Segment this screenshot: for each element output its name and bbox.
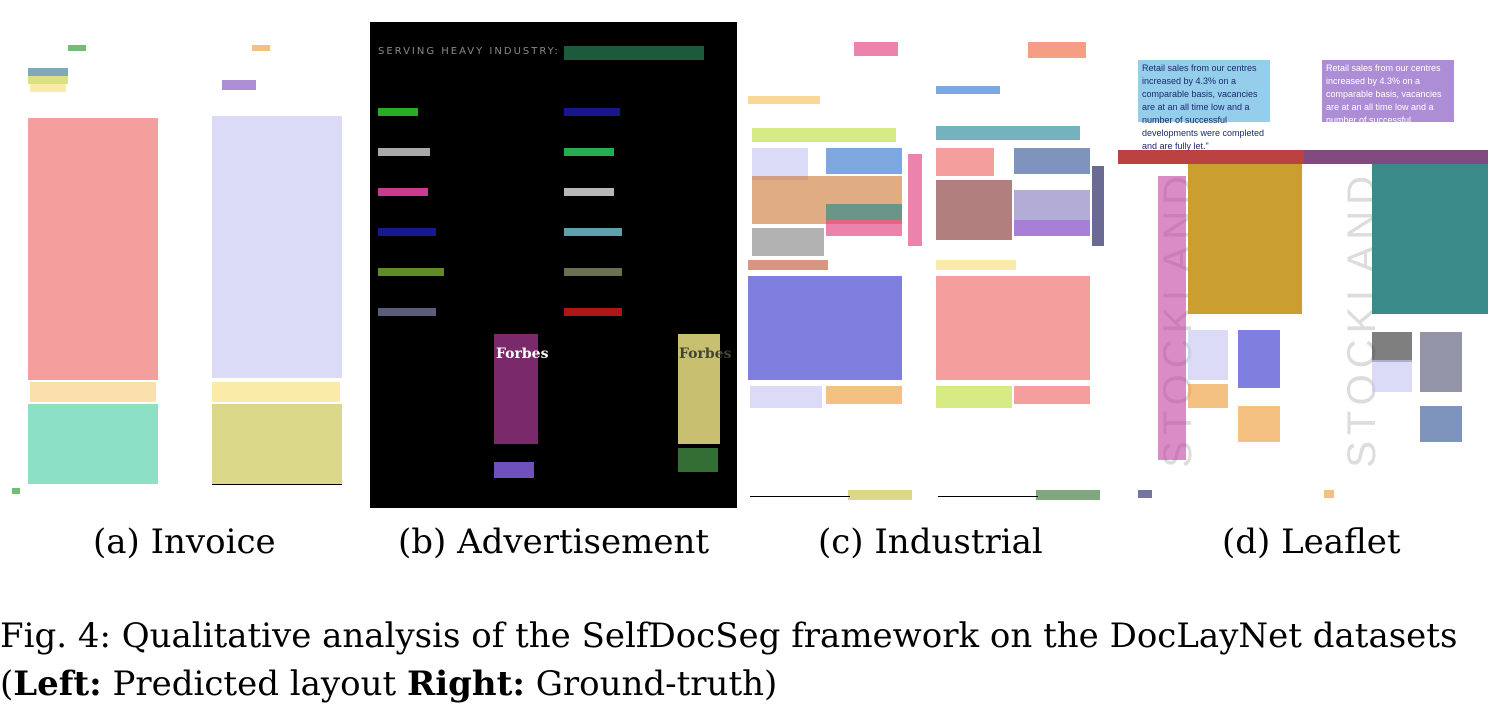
gt-box [564,308,622,316]
gt-box [1420,332,1462,392]
pred-box [30,84,66,92]
gt-table-box [936,276,1090,380]
subfigure-label-invoice: (a) Invoice [93,522,276,562]
pred-table-box [28,404,158,484]
gt-box [1014,220,1090,236]
pred-box [68,45,86,51]
gt-box [1014,190,1090,220]
gt-box [936,148,994,176]
gt-box [564,148,614,156]
pred-box [748,260,828,270]
gt-box [678,448,718,472]
subfigure-label-advertisement: (b) Advertisement [398,522,709,562]
pred-box [750,386,822,408]
magazine-cover-left: Forbes [494,334,538,444]
panel-industrial [740,30,1110,508]
leaflet-photo-right [1372,164,1488,314]
gt-box [936,386,1012,408]
pred-banner-box [1118,150,1304,164]
pred-box [378,148,430,156]
gt-box [936,86,1000,94]
caption-left-label: Left: [13,664,101,704]
rule [938,496,1038,497]
pred-box [1188,330,1228,380]
gt-box [1420,406,1462,442]
pred-box [1158,176,1186,460]
pred-box [378,108,418,116]
pred-box [378,188,428,196]
gt-box [1014,148,1090,174]
gt-box [936,260,1016,270]
pred-table-box [748,276,902,380]
pred-box [826,220,902,236]
gt-box [1372,332,1412,362]
gt-table-box [212,116,342,378]
pred-box [748,96,820,104]
rule [212,484,342,485]
invoice-predicted-page [20,40,165,500]
gt-table-box [212,404,342,484]
gt-box [564,108,620,116]
panel-invoice [0,0,368,510]
gt-box [252,45,270,51]
forbes-logo: Forbes [679,346,731,362]
leaflet-quote-left: Retail sales from our centres increased … [1142,62,1270,153]
gt-box [222,80,256,90]
pred-box [28,76,68,84]
ad-headline-left: SERVING HEAVY INDUSTRY: [378,46,560,57]
pred-box [908,154,922,246]
gt-box [1028,42,1086,58]
gt-box [564,188,614,196]
pred-box [826,148,902,174]
gt-box [564,228,622,236]
pred-box [378,268,444,276]
pred-box [752,228,824,256]
gt-box [1372,360,1412,392]
subfigure-label-industrial: (c) Industrial [818,522,1043,562]
magazine-cover-right: Forbes [678,334,720,444]
gt-section-box [936,126,1080,140]
gt-box [1014,386,1090,404]
leaflet-quote-right: Retail sales from our centres increased … [1326,62,1454,153]
subfigure-label-leaflet: (d) Leaflet [1222,522,1401,562]
pred-box [494,462,534,478]
pred-box [848,490,912,500]
panel-advertisement: SERVING HEAVY INDUSTRY: Forbes Forbes [370,22,737,508]
pred-photo-box [1188,164,1302,314]
gt-headline-box [564,46,704,60]
pred-box [378,228,436,236]
caption-right-text: Ground-truth) [525,664,777,704]
gt-box [1036,490,1100,500]
panel-leaflet: Retail sales from our centres increased … [1114,50,1494,508]
rule [750,496,850,497]
pred-section-box [752,128,896,142]
pred-box [1188,384,1228,408]
forbes-logo: Forbes [496,346,548,362]
gt-box [936,180,1012,240]
caption-right-label: Right: [407,664,525,704]
pred-box [378,308,436,316]
pred-box [12,488,20,494]
pred-box [1238,330,1280,388]
gt-box [1092,166,1104,246]
gt-banner-box [1304,150,1488,164]
pred-box [826,204,902,220]
figure-caption: Fig. 4: Qualitative analysis of the Self… [0,612,1506,708]
pred-box [1238,406,1280,442]
caption-left-text: Predicted layout [102,664,407,704]
pred-box [826,386,902,404]
gt-box [564,268,622,276]
gt-box [1324,490,1334,498]
gt-box [212,382,340,402]
pred-box [28,68,68,76]
pred-box [854,42,898,56]
pred-box [30,382,156,402]
invoice-ground-truth-page [200,40,345,500]
pred-box [1138,490,1152,498]
pred-table-box [28,118,158,380]
